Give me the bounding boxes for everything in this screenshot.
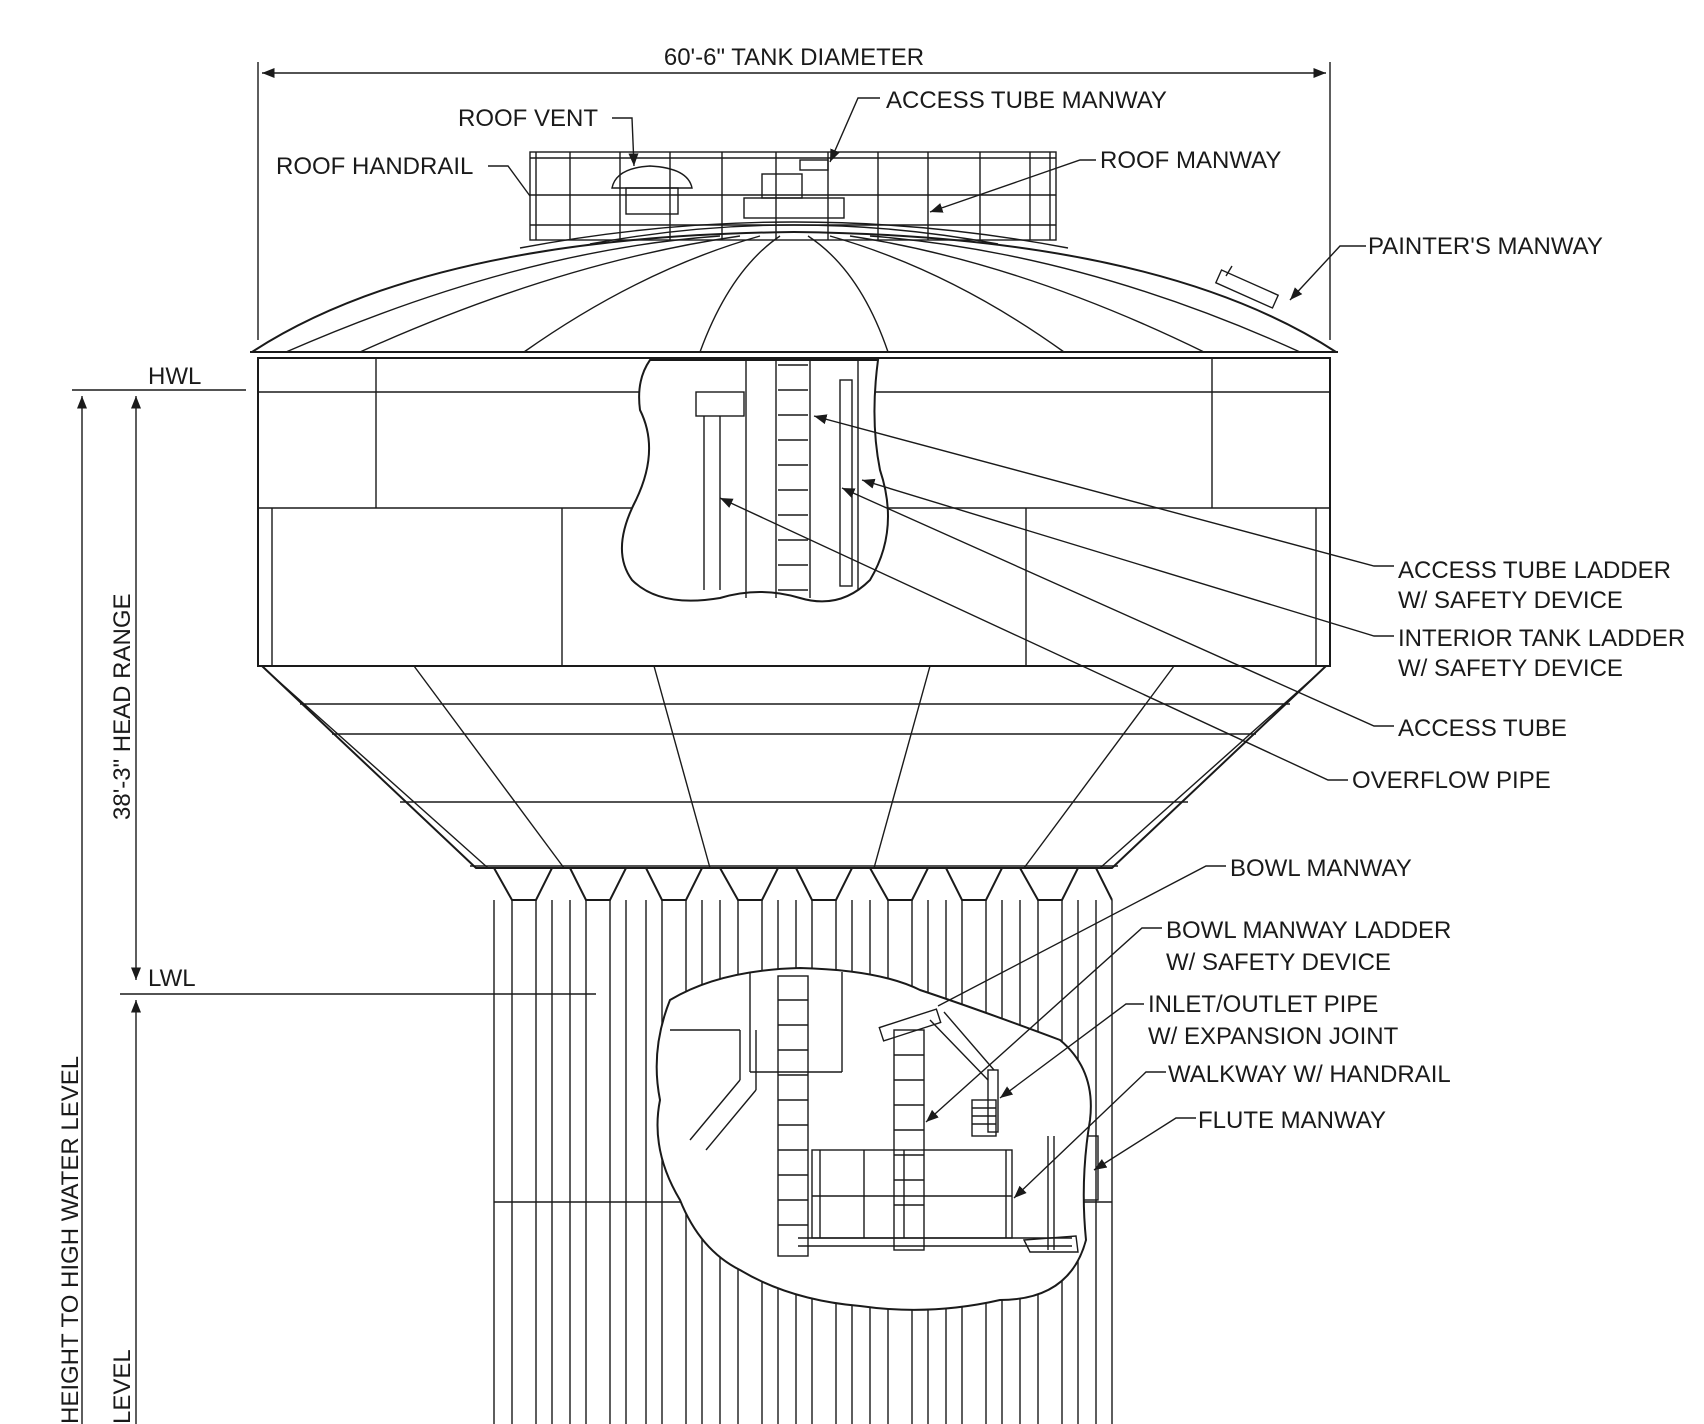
tank-diameter-label: 60'-6" TANK DIAMETER [664,44,924,71]
roof-vent-icon [611,165,693,215]
head-range-label: 38'-3" HEAD RANGE [109,594,136,821]
height-to-hwl-label: HEIGHT TO HIGH WATER LEVEL [57,1056,84,1424]
lower-cutaway [655,966,1092,1311]
painters-manway-label: PAINTER'S MANWAY [1368,233,1603,260]
access-tube-manway-icon [743,159,845,219]
bowl-manway-ladder-label: BOWL MANWAY LADDER [1166,917,1451,944]
access-tube-manway-label: ACCESS TUBE MANWAY [886,87,1167,114]
bowl-manway-label: BOWL MANWAY [1230,855,1412,882]
interior-tank-ladder-label-2: W/ SAFETY DEVICE [1398,655,1623,682]
level-markers: HWL LWL 38'-3" HEAD RANGE HEIGHT TO HIGH… [57,363,596,1424]
tank-roof [250,221,1338,359]
height-to-lwl-label: LEVEL [109,1349,136,1424]
access-tube-label: ACCESS TUBE [1398,715,1567,742]
interior-tank-ladder-label: INTERIOR TANK LADDER [1398,625,1685,652]
roof-vent-label: ROOF VENT [458,105,598,132]
overflow-pipe-label: OVERFLOW PIPE [1352,767,1551,794]
painters-manway-icon [1214,265,1280,309]
bowl-manway-ladder-label-2: W/ SAFETY DEVICE [1166,949,1391,976]
callout-labels: ROOF VENT ROOF HANDRAIL ACCESS TUBE MANW… [276,87,1685,1134]
walkway-label: WALKWAY W/ HANDRAIL [1168,1061,1451,1088]
tank-diameter-dimension: 60'-6" TANK DIAMETER [257,44,1331,340]
inlet-outlet-pipe-label: INLET/OUTLET PIPE [1148,991,1378,1018]
upper-cutaway [621,359,889,603]
inlet-outlet-pipe-label-2: W/ EXPANSION JOINT [1148,1023,1399,1050]
access-tube-ladder-label: ACCESS TUBE LADDER [1398,557,1671,584]
access-tube-ladder-label-2: W/ SAFETY DEVICE [1398,587,1623,614]
tank-cone [261,665,1327,869]
roof-manway-label: ROOF MANWAY [1100,147,1281,174]
hwl-label: HWL [148,363,201,390]
roof-handrail-label: ROOF HANDRAIL [276,153,473,180]
leader-lines [488,97,1394,1199]
lwl-label: LWL [148,965,196,992]
flute-manway-label: FLUTE MANWAY [1198,1107,1386,1134]
